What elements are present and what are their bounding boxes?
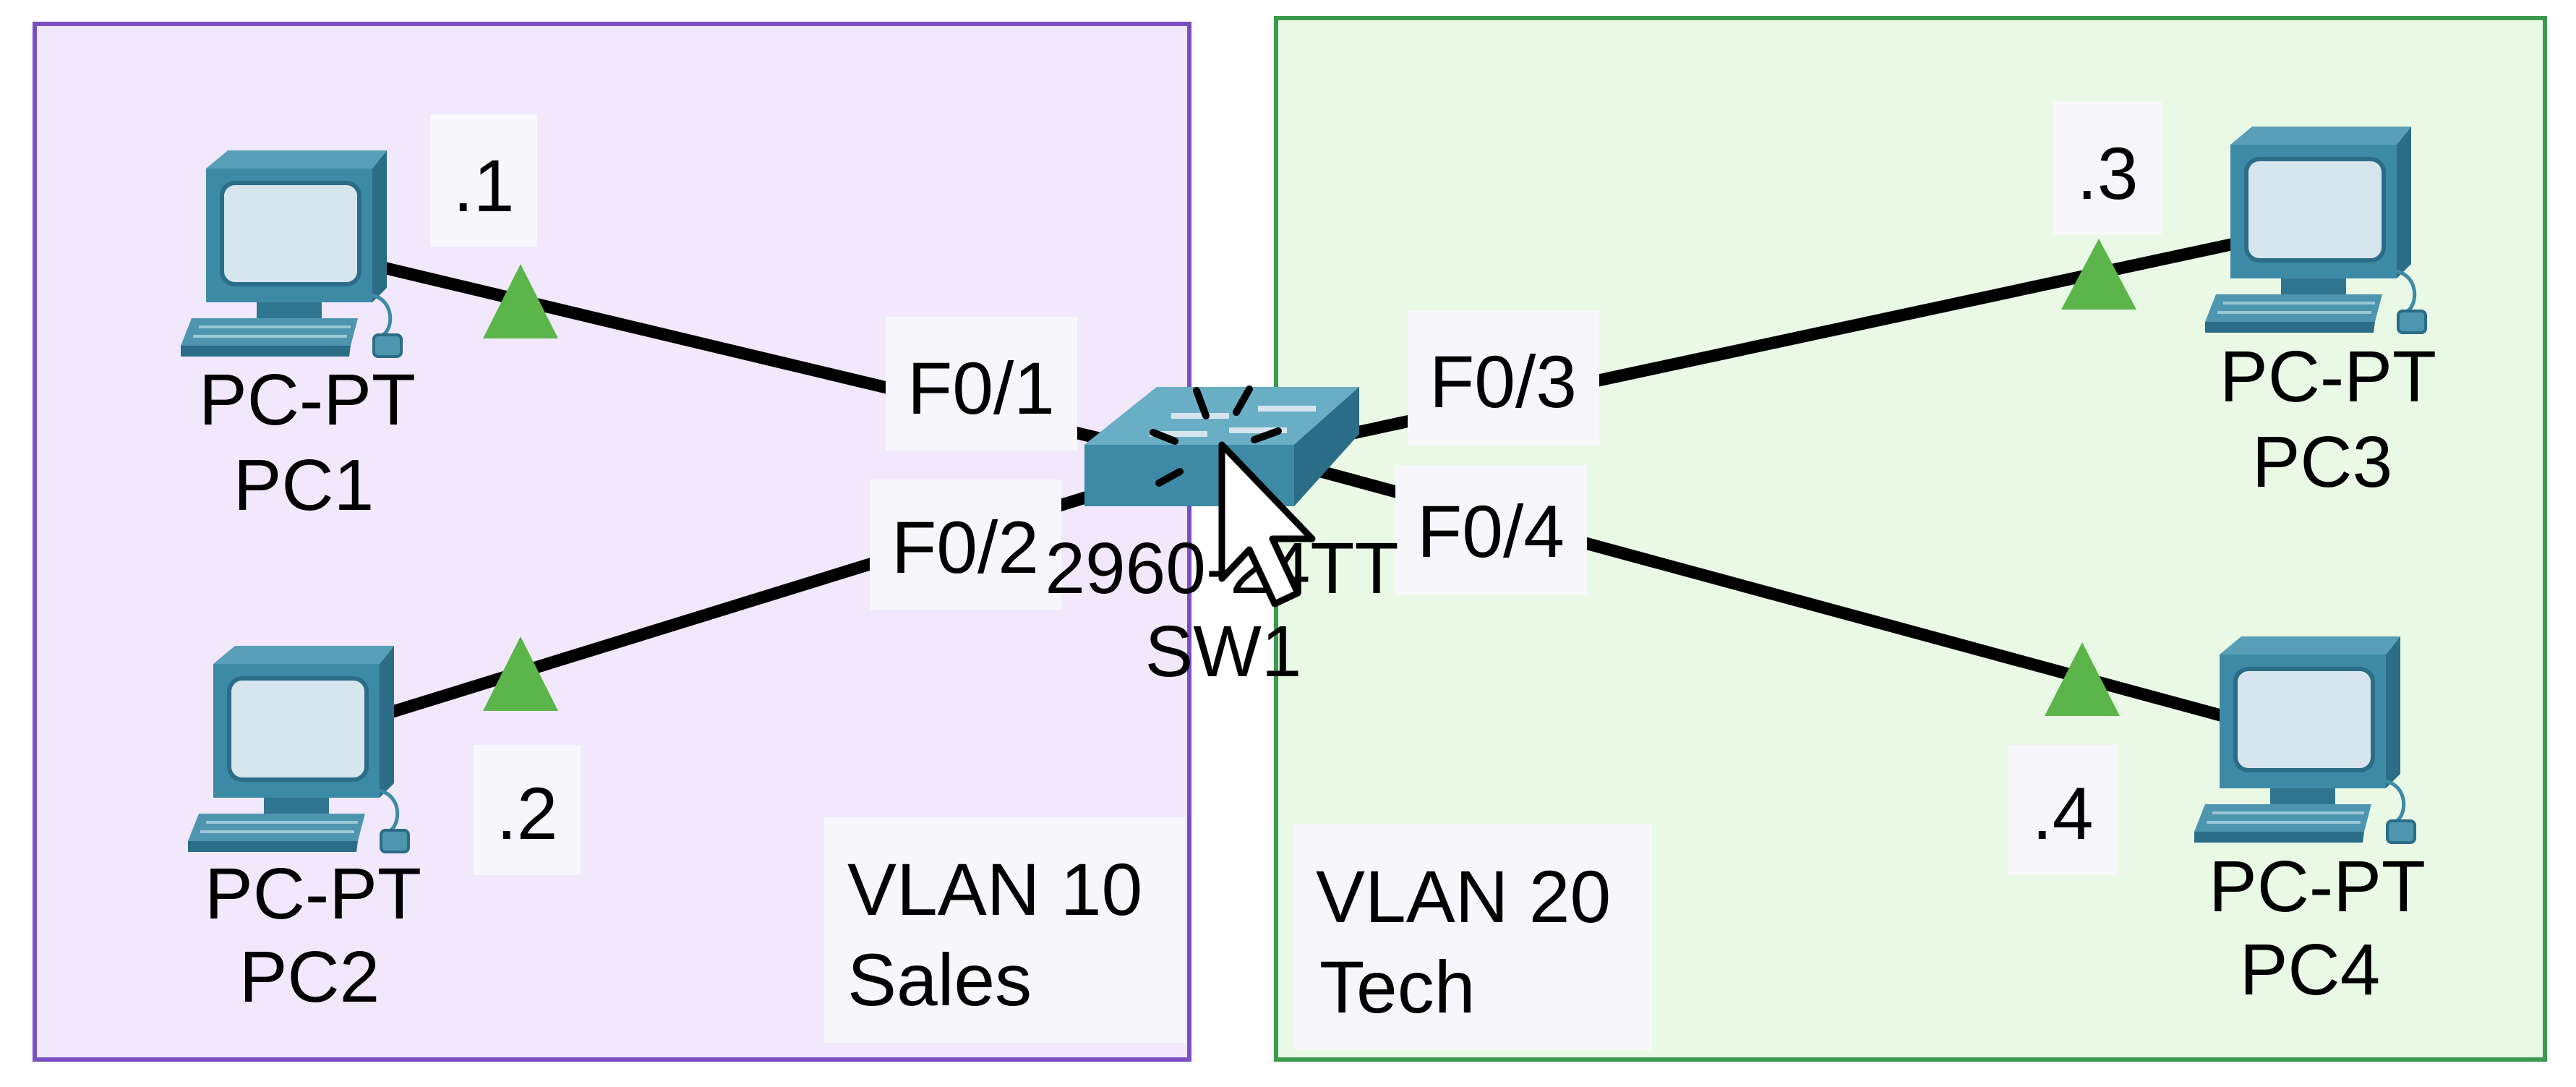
port-labels: F0/1 F0/2 F0/3 F0/4 — [870, 311, 1599, 610]
vlan10-label-name: Sales — [847, 939, 1032, 1021]
port-label-f0-4: F0/4 — [1417, 490, 1565, 573]
pc3-name-label: PC3 — [2252, 422, 2393, 503]
host-address-pc4: .4 — [2032, 772, 2093, 855]
vlan20-label-id: VLAN 20 — [1316, 856, 1611, 938]
pc2-device[interactable]: PC-PT PC2 — [188, 646, 422, 1018]
link-up-indicator-pc3 — [2061, 239, 2136, 310]
pc4-device[interactable]: PC-PT PC4 — [2194, 636, 2426, 1010]
port-label-f0-2: F0/2 — [891, 506, 1039, 589]
pc1-device[interactable]: PC-PT PC1 — [181, 150, 416, 526]
sw1-name-label: SW1 — [1145, 611, 1302, 692]
host-address-pc3: .3 — [2076, 132, 2138, 215]
port-label-f0-1: F0/1 — [907, 347, 1055, 430]
link-up-indicator-pc2 — [483, 636, 558, 711]
host-address-pc1: .1 — [453, 145, 514, 227]
link-indicators — [483, 239, 2136, 716]
link-up-indicator-pc1 — [483, 264, 558, 338]
pc2-name-label: PC2 — [239, 937, 380, 1018]
mouse-pointer-icon — [1150, 385, 1316, 608]
link-up-indicator-pc4 — [2045, 642, 2120, 716]
pc1-model-label: PC-PT — [199, 359, 416, 440]
pc1-name-label: PC1 — [234, 445, 375, 526]
vlan-labels: VLAN 10 Sales VLAN 20 Tech — [824, 817, 1652, 1050]
pc4-model-label: PC-PT — [2209, 846, 2426, 927]
pc3-model-label: PC-PT — [2220, 336, 2436, 417]
host-address-pc2: .2 — [496, 772, 557, 855]
pc3-device[interactable]: PC-PT PC3 — [2205, 127, 2436, 503]
pc2-model-label: PC-PT — [205, 853, 422, 934]
host-address-labels: .1 .2 .3 .4 — [430, 101, 2162, 875]
vlan10-label-id: VLAN 10 — [847, 848, 1142, 931]
port-label-f0-3: F0/3 — [1429, 341, 1577, 423]
pc4-name-label: PC4 — [2240, 929, 2381, 1010]
vlan20-label-name: Tech — [1319, 946, 1475, 1028]
